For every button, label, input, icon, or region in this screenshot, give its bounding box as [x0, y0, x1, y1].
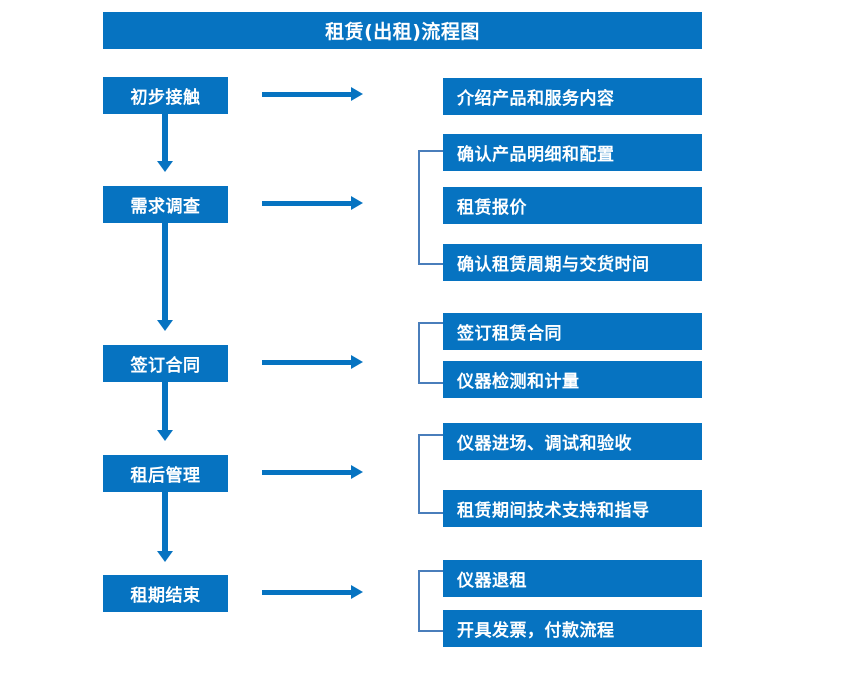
- detail-box-instrument-return[interactable]: 仪器退租: [443, 560, 702, 597]
- horizontal-arrow-icon: [262, 465, 363, 479]
- vertical-arrow-icon: [157, 114, 173, 172]
- horizontal-arrow-icon: [262, 196, 363, 210]
- horizontal-arrow-icon: [262, 355, 363, 369]
- vertical-arrow-icon: [157, 223, 173, 331]
- horizontal-arrow-icon: [262, 87, 363, 101]
- detail-box-sign-rental-contract[interactable]: 签订租赁合同: [443, 313, 702, 350]
- stage-box-demand-survey[interactable]: 需求调查: [103, 186, 228, 223]
- detail-box-technical-support[interactable]: 租赁期间技术支持和指导: [443, 490, 702, 527]
- stage-box-rental-end[interactable]: 租期结束: [103, 575, 228, 612]
- vertical-arrow-icon: [157, 382, 173, 441]
- stage-box-initial-contact[interactable]: 初步接触: [103, 77, 228, 114]
- detail-box-invoice-payment[interactable]: 开具发票，付款流程: [443, 610, 702, 647]
- group-bracket-icon: [418, 434, 443, 514]
- group-bracket-icon: [418, 322, 443, 384]
- horizontal-arrow-icon: [262, 585, 363, 599]
- detail-box-instrument-entry-commissioning[interactable]: 仪器进场、调试和验收: [443, 423, 702, 460]
- diagram-title: 租赁(出租)流程图: [103, 12, 702, 49]
- detail-box-confirm-product-details[interactable]: 确认产品明细和配置: [443, 134, 702, 171]
- stage-box-sign-contract[interactable]: 签订合同: [103, 345, 228, 382]
- vertical-arrow-icon: [157, 492, 173, 562]
- stage-box-post-rental-management[interactable]: 租后管理: [103, 455, 228, 492]
- detail-box-instrument-inspection[interactable]: 仪器检测和计量: [443, 361, 702, 398]
- group-bracket-icon: [418, 570, 443, 632]
- detail-box-confirm-rental-period[interactable]: 确认租赁周期与交货时间: [443, 244, 702, 281]
- detail-box-introduce-products[interactable]: 介绍产品和服务内容: [443, 78, 702, 115]
- group-bracket-icon: [418, 150, 443, 265]
- detail-box-rental-quotation[interactable]: 租赁报价: [443, 187, 702, 224]
